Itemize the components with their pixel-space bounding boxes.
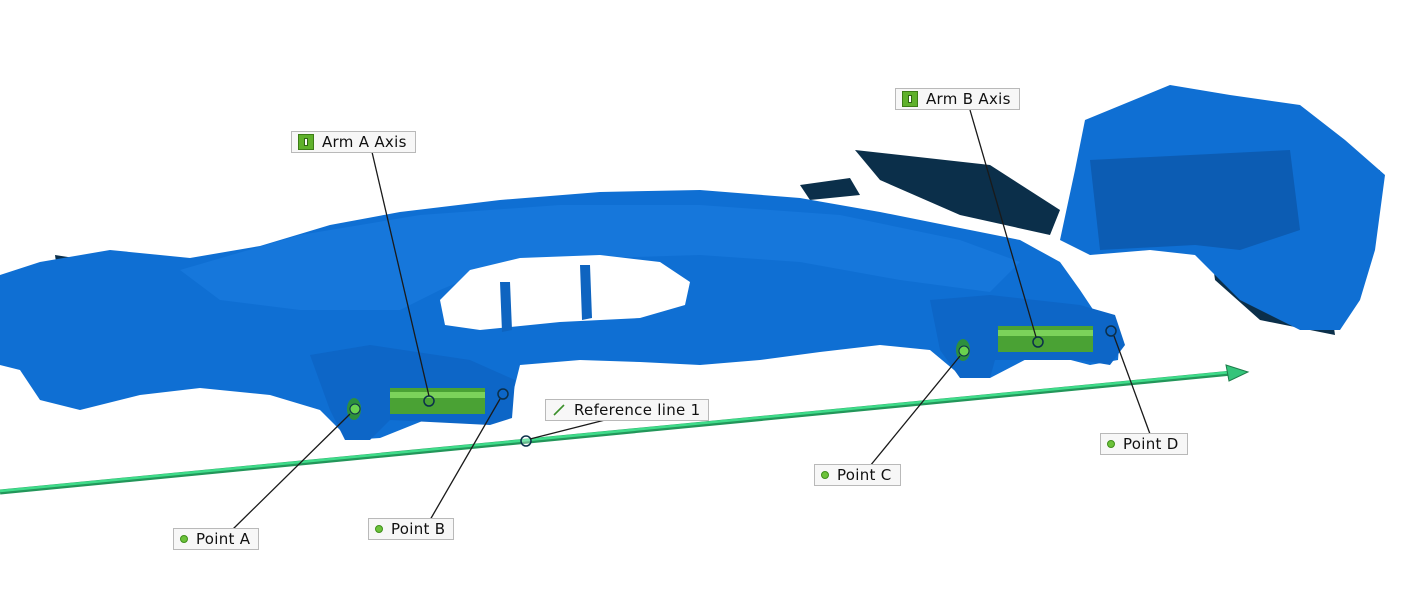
point-d-label[interactable]: Point D — [1100, 433, 1188, 455]
leader-lines — [231, 109, 1151, 531]
point-c-label-text: Point C — [837, 466, 892, 484]
arm-b-axis-label[interactable]: Arm B Axis — [895, 88, 1020, 110]
scan-window-frame — [500, 265, 592, 332]
arm-a-axis-label-text: Arm A Axis — [322, 133, 407, 151]
point-a-label[interactable]: Point A — [173, 528, 260, 550]
point-icon — [180, 535, 188, 543]
point-a-marker[interactable] — [347, 398, 361, 420]
point-c-marker[interactable] — [956, 339, 970, 361]
reference-line-arrow[interactable] — [0, 364, 1250, 495]
point-a-label-text: Point A — [196, 530, 251, 548]
point-d-label-text: Point D — [1123, 435, 1179, 453]
line-icon — [553, 404, 565, 416]
scan-right-inner-face — [1090, 150, 1300, 250]
reference-line-anchor[interactable] — [520, 435, 532, 447]
axis-icon — [902, 91, 918, 107]
scan-mesh[interactable] — [0, 85, 1385, 440]
point-d-marker[interactable] — [1105, 325, 1117, 337]
arm-b-axis-anchor[interactable] — [1032, 336, 1044, 348]
arm-b-axis-label-text: Arm B Axis — [926, 90, 1011, 108]
point-b-label-text: Point B — [391, 520, 446, 538]
arm-b-cylinder[interactable] — [998, 326, 1093, 352]
axis-icon — [298, 134, 314, 150]
point-b-label[interactable]: Point B — [368, 518, 455, 540]
point-b-marker[interactable] — [497, 388, 509, 400]
arm-a-axis-label[interactable]: Arm A Axis — [291, 131, 416, 153]
reference-line-1-label-text: Reference line 1 — [574, 401, 701, 419]
arm-a-cylinder[interactable] — [390, 388, 485, 414]
point-icon — [375, 525, 383, 533]
point-icon — [821, 471, 829, 479]
reference-line-1-label[interactable]: Reference line 1 — [545, 399, 710, 421]
point-icon — [1107, 440, 1115, 448]
point-c-label[interactable]: Point C — [814, 464, 901, 486]
